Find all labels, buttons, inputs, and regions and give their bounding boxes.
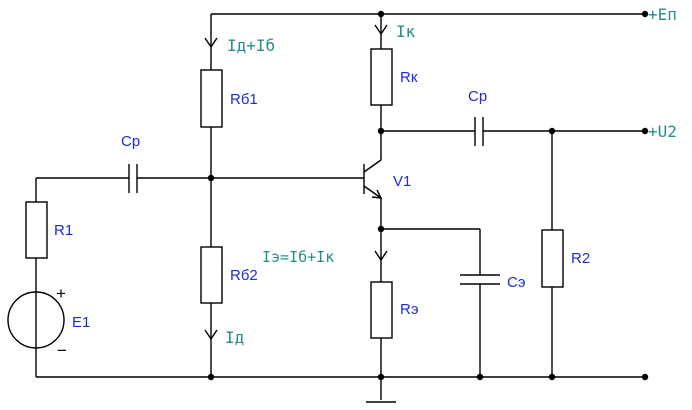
label-current-divider-top: Iд+Iб — [227, 36, 275, 55]
label-r1: R1 — [54, 222, 73, 239]
label-e1: E1 — [72, 314, 90, 331]
label-cp-out: Cр — [468, 88, 487, 105]
input-network — [7, 164, 211, 377]
label-current-emitter: Iэ=Iб+Iк — [262, 248, 334, 266]
supply-rail — [211, 10, 649, 18]
label-source-plus: + — [56, 284, 66, 303]
label-rk: Rк — [400, 69, 418, 86]
label-re: Rэ — [400, 301, 419, 318]
emitter-branch — [370, 198, 500, 377]
resistor-re — [370, 281, 393, 339]
collector-branch — [370, 14, 393, 160]
label-v1: V1 — [393, 173, 411, 190]
resistor-r1 — [25, 201, 48, 259]
label-r2: R2 — [571, 250, 590, 267]
arrow-collector — [374, 24, 388, 36]
label-output: +U2 — [648, 122, 677, 141]
arrow-emitter — [374, 250, 388, 262]
label-supply: +Eп — [648, 5, 677, 24]
resistor-r2 — [541, 229, 564, 288]
resistor-rb1 — [200, 69, 223, 128]
rb1-branch — [200, 14, 223, 182]
label-ce: Cэ — [507, 274, 526, 291]
resistor-rb2 — [200, 246, 223, 304]
label-rb1: Rб1 — [230, 91, 258, 108]
arrow-divider-top — [204, 37, 218, 49]
label-source-minus: − — [57, 341, 67, 360]
transistor-v1 — [363, 159, 383, 199]
resistor-rk — [370, 48, 393, 106]
label-current-divider-bottom: Iд — [225, 328, 244, 347]
rb2-branch — [200, 178, 223, 377]
label-cp-in: Cр — [121, 133, 140, 150]
arrow-divider-bottom — [204, 329, 218, 341]
label-current-collector: Iк — [396, 22, 416, 41]
ground-rail — [36, 373, 649, 403]
output-network — [381, 117, 649, 377]
label-rb2: Rб2 — [230, 267, 258, 284]
